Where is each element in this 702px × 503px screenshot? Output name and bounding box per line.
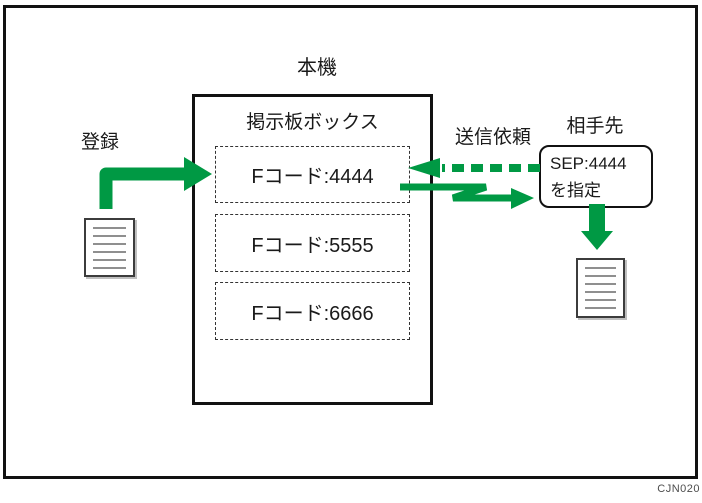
figure-code-caption: CJN020 <box>657 483 700 495</box>
register-label: 登録 <box>80 132 119 153</box>
fcode-box-6666: Fコード:6666 <box>215 282 410 340</box>
document-icon <box>576 258 625 318</box>
machine-title: 本機 <box>297 57 337 79</box>
sep-specify-box: SEP:4444 を指定 <box>539 145 653 208</box>
fcode-box-6666-label: Fコード:6666 <box>251 302 374 325</box>
sep-specify-line2: を指定 <box>550 181 601 201</box>
fcode-box-4444-label: Fコード:4444 <box>251 166 374 188</box>
document-text-lines <box>585 267 616 311</box>
fcode-box-4444: Fコード:4444 <box>215 146 410 203</box>
document-text-lines <box>93 227 126 270</box>
fcode-box-5555-label: Fコード:5555 <box>251 234 374 257</box>
document-icon <box>84 218 135 277</box>
fcode-box-5555: Fコード:5555 <box>215 214 410 272</box>
send-request-label: 送信依頼 <box>454 127 531 148</box>
sep-specify-line1: SEP:4444 <box>550 154 627 173</box>
bulletin-board-box-title: 掲示板ボックス <box>246 112 379 133</box>
destination-label: 相手先 <box>566 116 624 137</box>
